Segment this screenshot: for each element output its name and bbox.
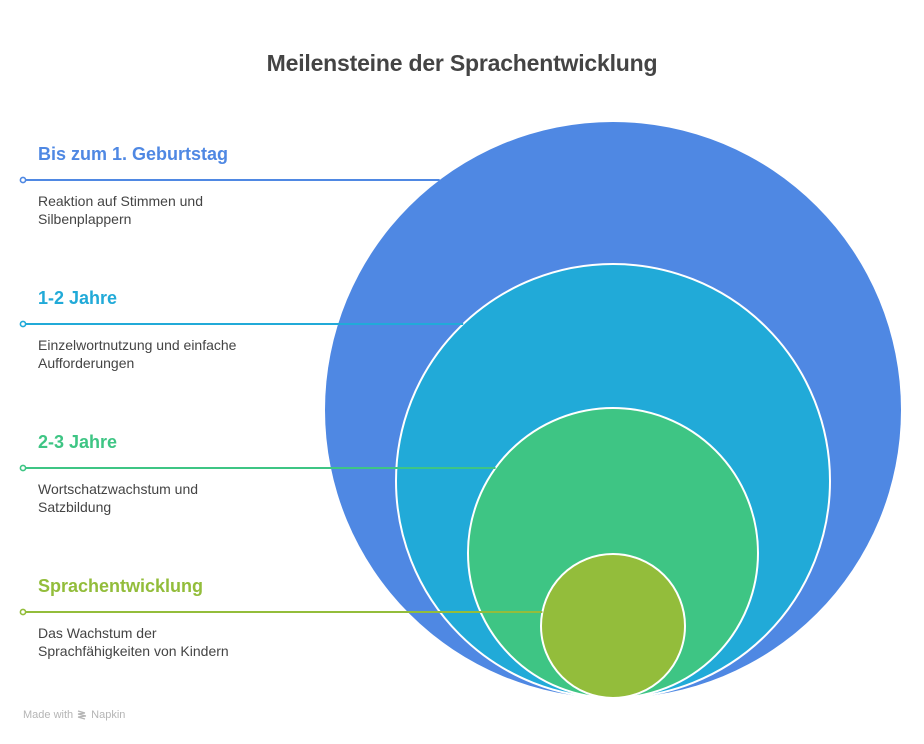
stage-heading: 1-2 Jahre	[38, 288, 118, 308]
stage-description-line: Einzelwortnutzung und einfache	[38, 337, 237, 353]
circle-language-development	[540, 553, 686, 699]
connector-dot-icon	[19, 176, 27, 184]
stage-description-line: Reaktion auf Stimmen und	[38, 193, 203, 209]
footer-brand: Napkin	[91, 709, 126, 721]
napkin-logo-icon	[77, 710, 87, 720]
stage-heading: Bis zum 1. Geburtstag	[38, 144, 229, 164]
connector-dot-icon	[19, 320, 27, 328]
footer-made-with: Made with	[23, 709, 74, 721]
stage-heading: 2-3 Jahre	[38, 432, 118, 452]
stage-description-line: Wortschatzwachstum und	[38, 481, 199, 497]
stage-description-line: Satzbildung	[38, 499, 112, 515]
stage-description-line: Sprachfähigkeiten von Kindern	[38, 643, 229, 659]
made-with-napkin-footer: Made with Napkin	[23, 709, 125, 721]
stage-description-line: Aufforderungen	[38, 355, 135, 371]
connector-dot-icon	[19, 464, 27, 472]
diagram-title: Meilensteine der Sprachentwicklung	[266, 50, 658, 76]
connector-dot-icon	[19, 608, 27, 616]
stage-description-line: Silbenplappern	[38, 211, 132, 227]
stage-heading: Sprachentwicklung	[38, 576, 204, 596]
stage-description-line: Das Wachstum der	[38, 625, 157, 641]
